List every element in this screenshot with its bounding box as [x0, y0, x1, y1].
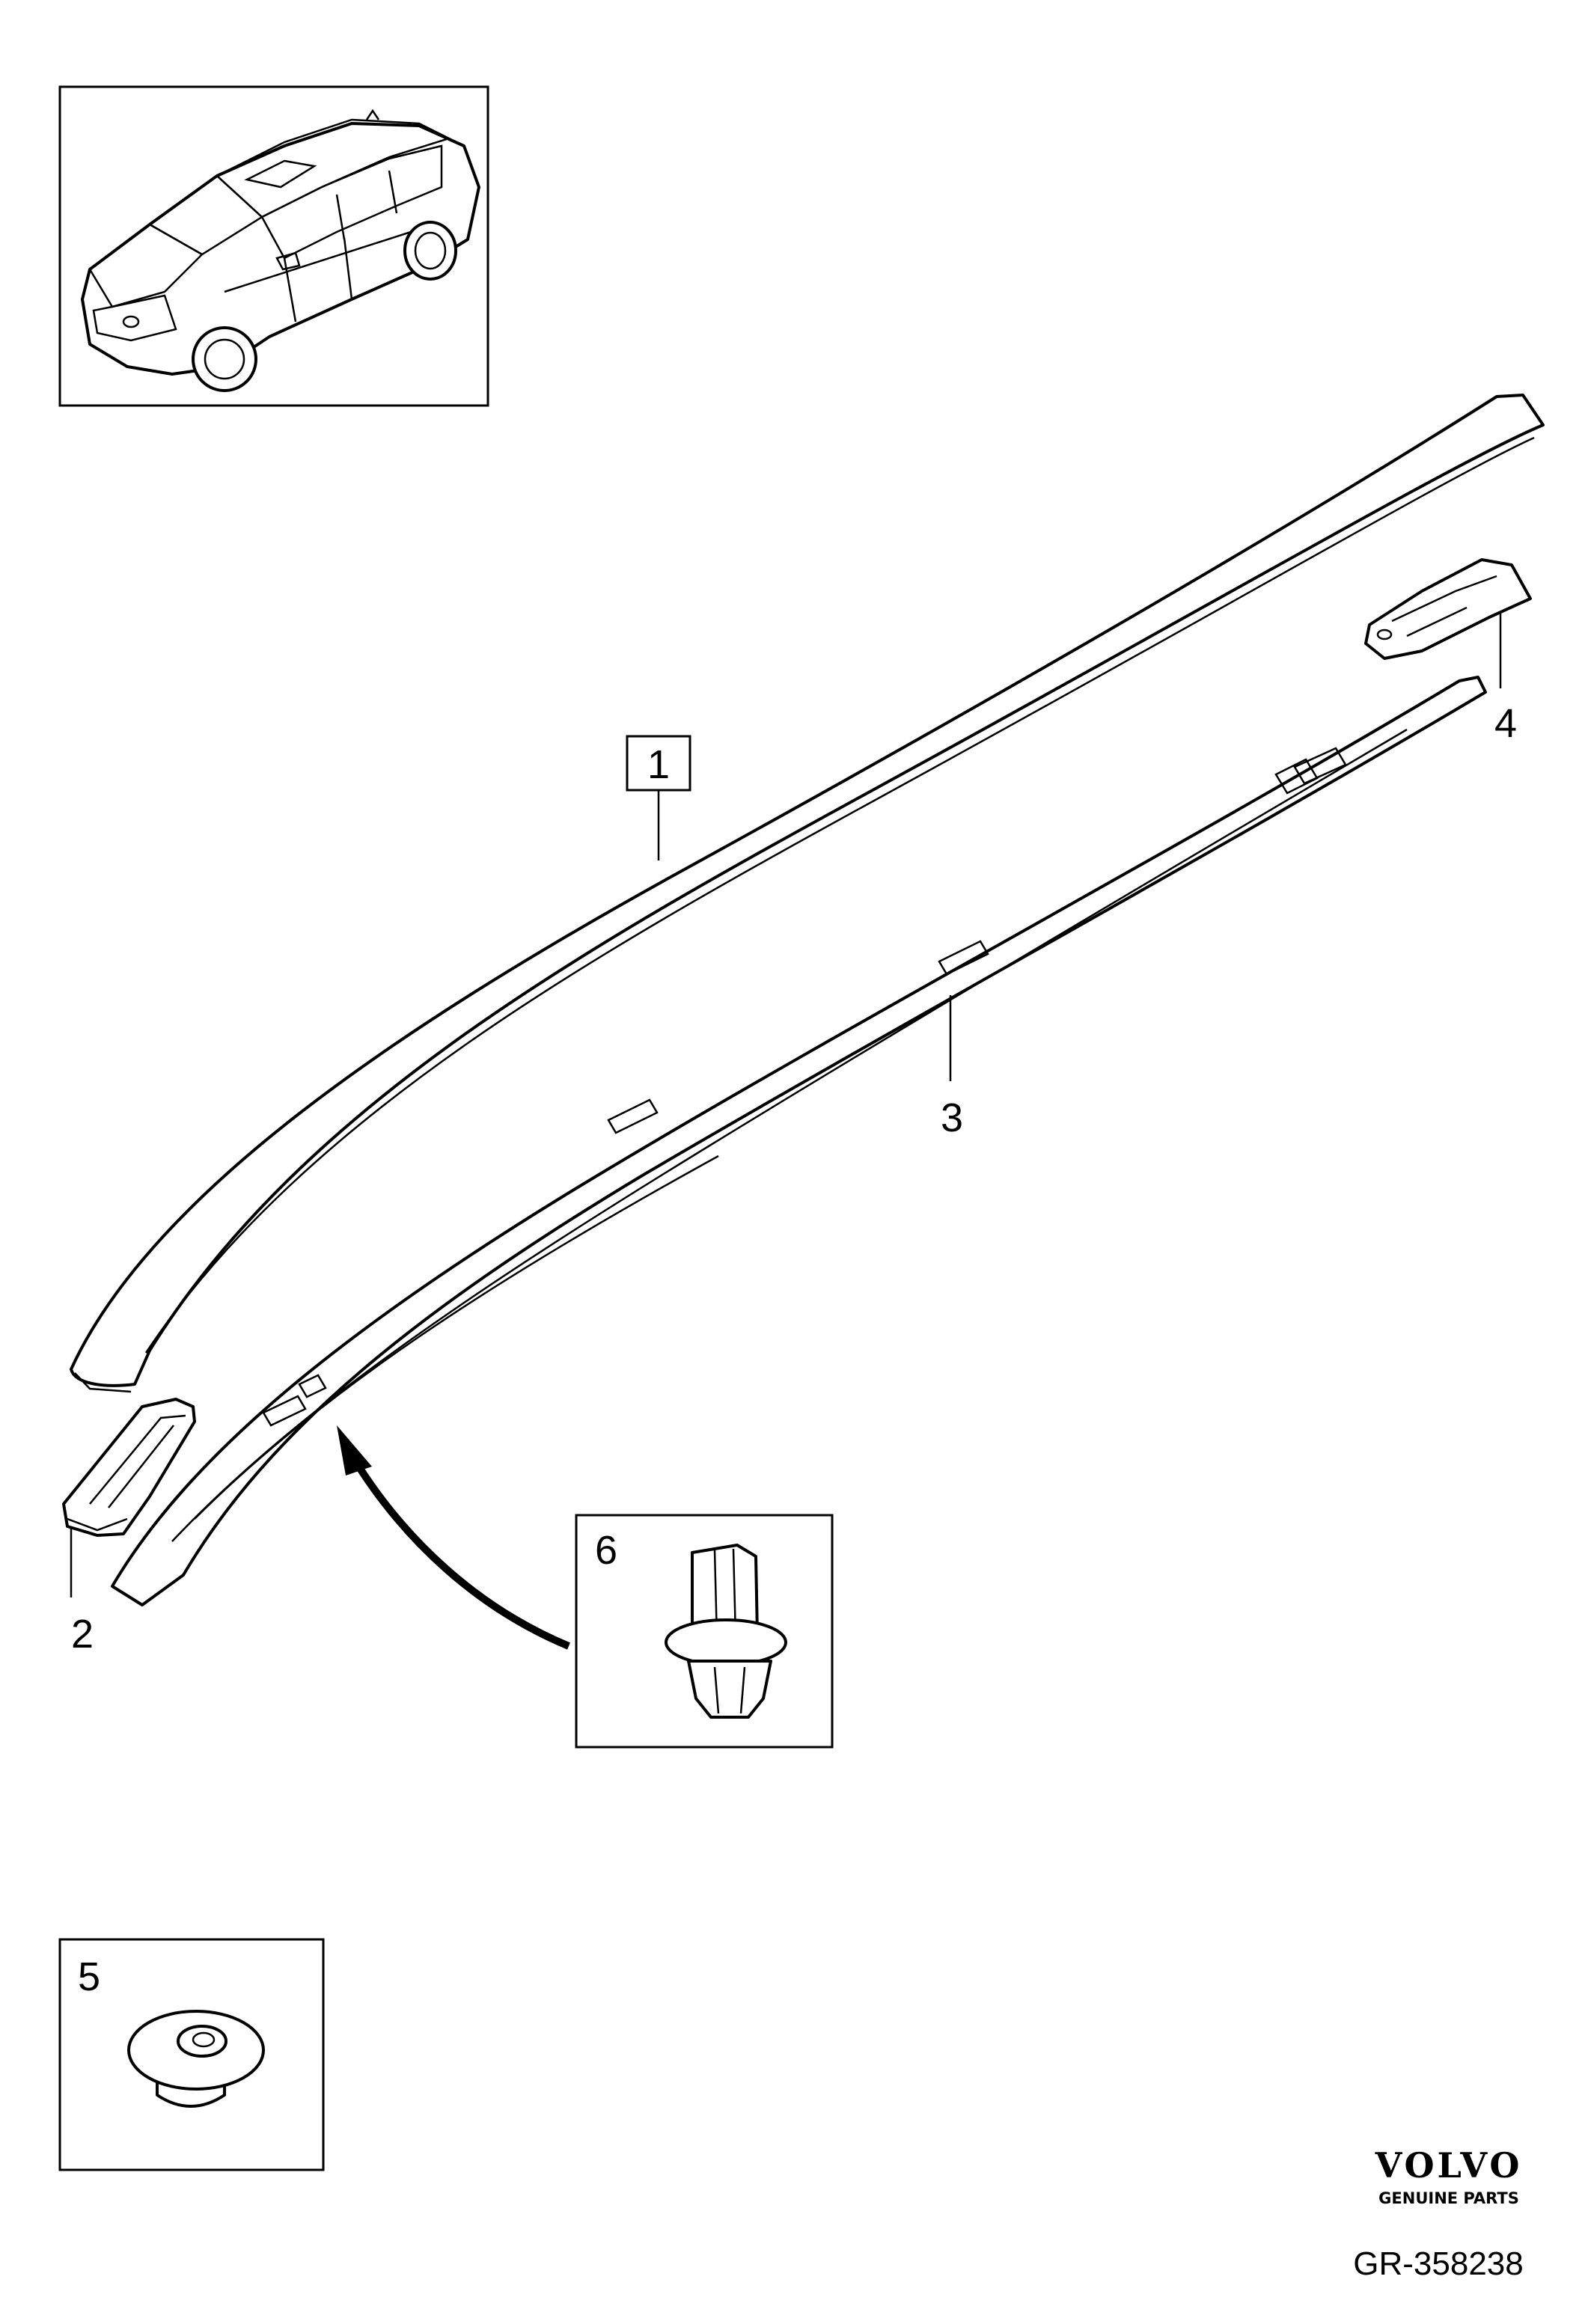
part-1-roof-rail: [70, 394, 1545, 1393]
callout-box-part-1: [626, 735, 691, 792]
callout-part-4: 4: [1494, 701, 1517, 746]
diagram-reference-number: GR-358238: [1353, 2245, 1523, 2282]
vehicle-reference-panel: [58, 85, 489, 407]
part-2-front-cap: [62, 1398, 196, 1537]
part-6-detail-panel: 6: [575, 1514, 834, 1749]
car-illustration: [81, 108, 480, 392]
part-5-detail-panel: 5: [58, 1938, 325, 2171]
callout-part-6: 6: [595, 1528, 617, 1573]
callout-part-3: 3: [941, 1095, 963, 1140]
part-4-rear-cap: [1364, 558, 1532, 660]
brand-name: VOLVO: [1375, 2145, 1523, 2186]
part-3-rail-base: [111, 676, 1487, 1606]
brand-tagline: GENUINE PARTS: [1378, 2189, 1519, 2207]
push-clip-illustration: [665, 1544, 787, 1719]
callout-part-5: 5: [78, 1954, 100, 1999]
callout-part-1: 1: [647, 742, 670, 787]
grommet-illustration: [127, 2010, 265, 2108]
callout-part-2: 2: [71, 1612, 94, 1657]
detail-arrow: [337, 1425, 570, 1650]
